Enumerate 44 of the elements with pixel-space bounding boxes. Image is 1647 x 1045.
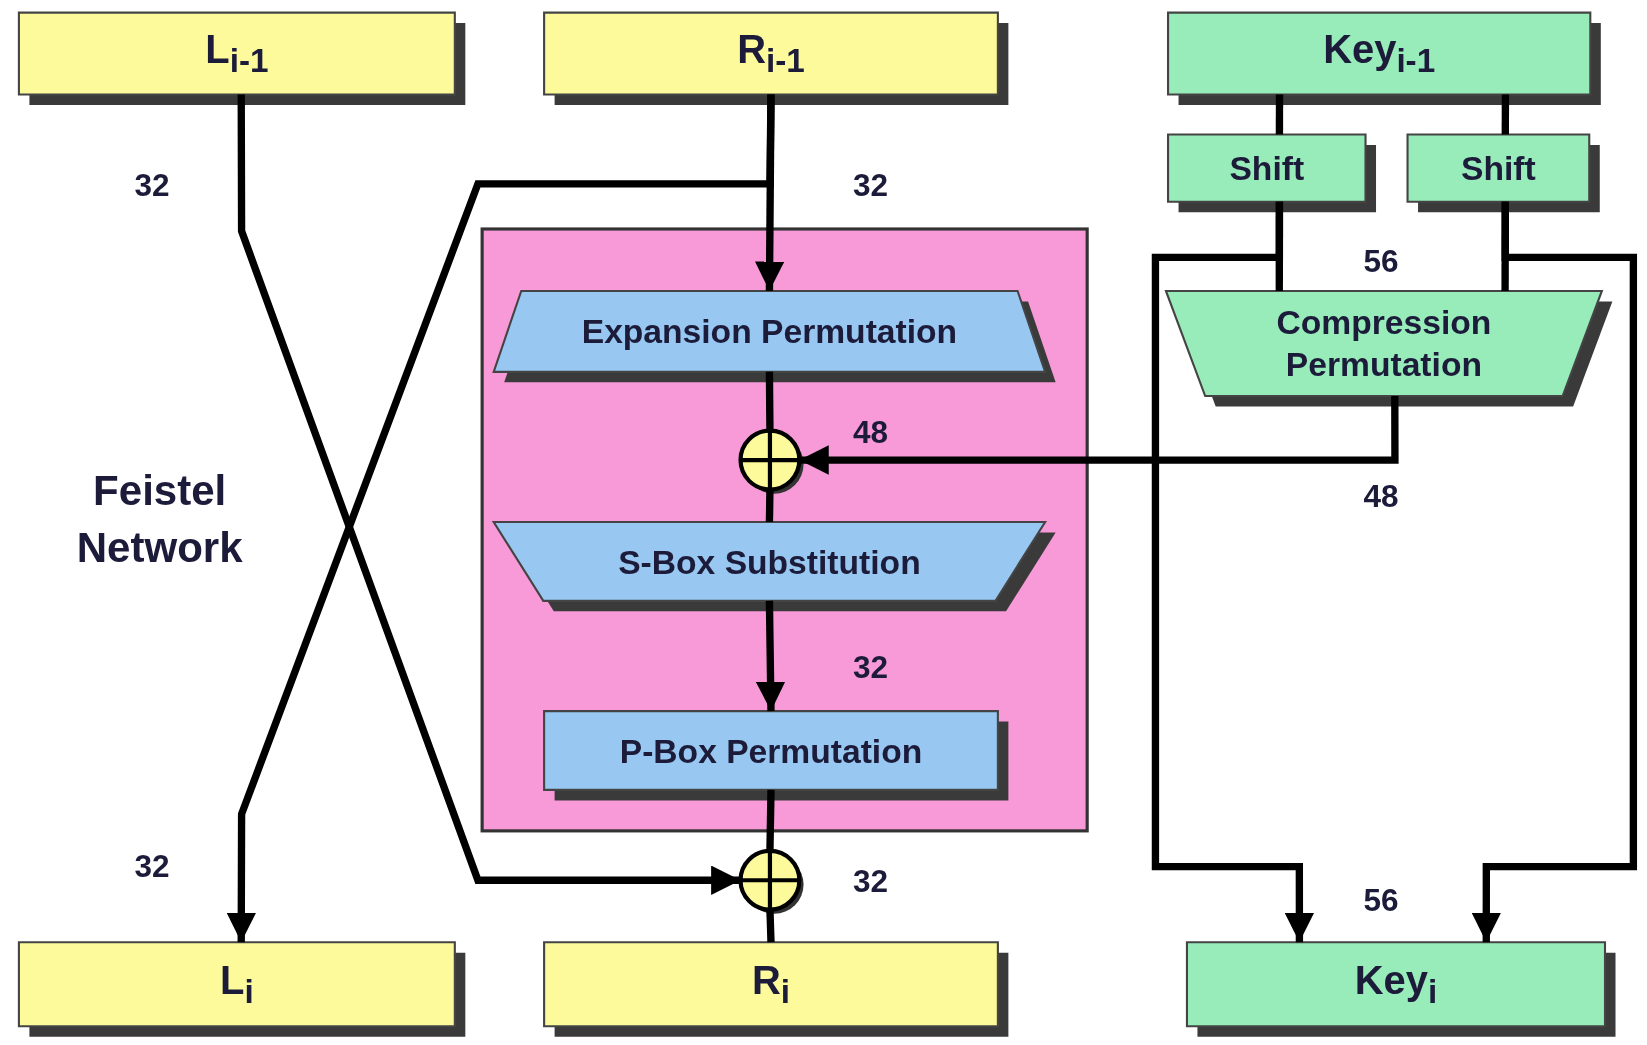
permutation-box <box>493 290 1056 383</box>
network-label: Feistel Network <box>75 466 244 573</box>
box-label: Key$_{i}$ <box>1354 956 1438 1012</box>
substitution-box <box>493 522 1056 612</box>
function-box <box>481 227 1089 832</box>
bit-width-label: 56 <box>1363 243 1399 280</box>
box-label: Compression Permutation <box>1275 302 1493 386</box>
bit-width-label: 32 <box>852 168 888 204</box>
box-label: Shift <box>1229 148 1305 189</box>
shift-box <box>1168 134 1376 213</box>
bit-width-label: 32 <box>852 863 888 900</box>
box-label: L$_{i-1}$ <box>205 26 269 82</box>
register-box <box>544 942 1009 1037</box>
box-label: Shift <box>1461 148 1536 189</box>
permutation-box <box>1165 290 1613 407</box>
box-label: P-Box Permutation <box>619 730 923 772</box>
xor-circle <box>738 848 802 912</box>
xor-circle <box>738 428 802 492</box>
bit-width-label: 32 <box>134 848 170 885</box>
shift-box <box>1407 134 1600 213</box>
permutation-box <box>544 711 1009 801</box>
box-label: R$_{i-1}$ <box>737 26 805 82</box>
box-label: Expansion Permutation <box>581 311 958 353</box>
box-label: Key$_{i-1}$ <box>1323 26 1436 82</box>
bit-width-label: 32 <box>852 649 888 685</box>
box-label: L$_{i}$ <box>220 956 254 1012</box>
connector-line <box>1501 94 1510 135</box>
register-box <box>544 12 1009 106</box>
connector-line <box>765 371 774 431</box>
bit-width-label: 32 <box>134 168 170 204</box>
connector-line <box>1275 94 1284 135</box>
key-box <box>1168 12 1601 106</box>
box-label: S-Box Substitution <box>618 541 921 583</box>
arrow <box>755 600 786 712</box>
arrow <box>1151 201 1315 943</box>
register-box <box>18 12 466 106</box>
bit-width-label: 56 <box>1363 882 1399 919</box>
key-box <box>1186 942 1616 1037</box>
arrow <box>1471 201 1638 943</box>
box-label: R$_{i}$ <box>751 956 791 1012</box>
bit-width-label: 48 <box>1363 479 1399 515</box>
register-box <box>18 942 466 1037</box>
connector-line <box>766 789 775 851</box>
bit-width-label: 48 <box>852 414 888 451</box>
